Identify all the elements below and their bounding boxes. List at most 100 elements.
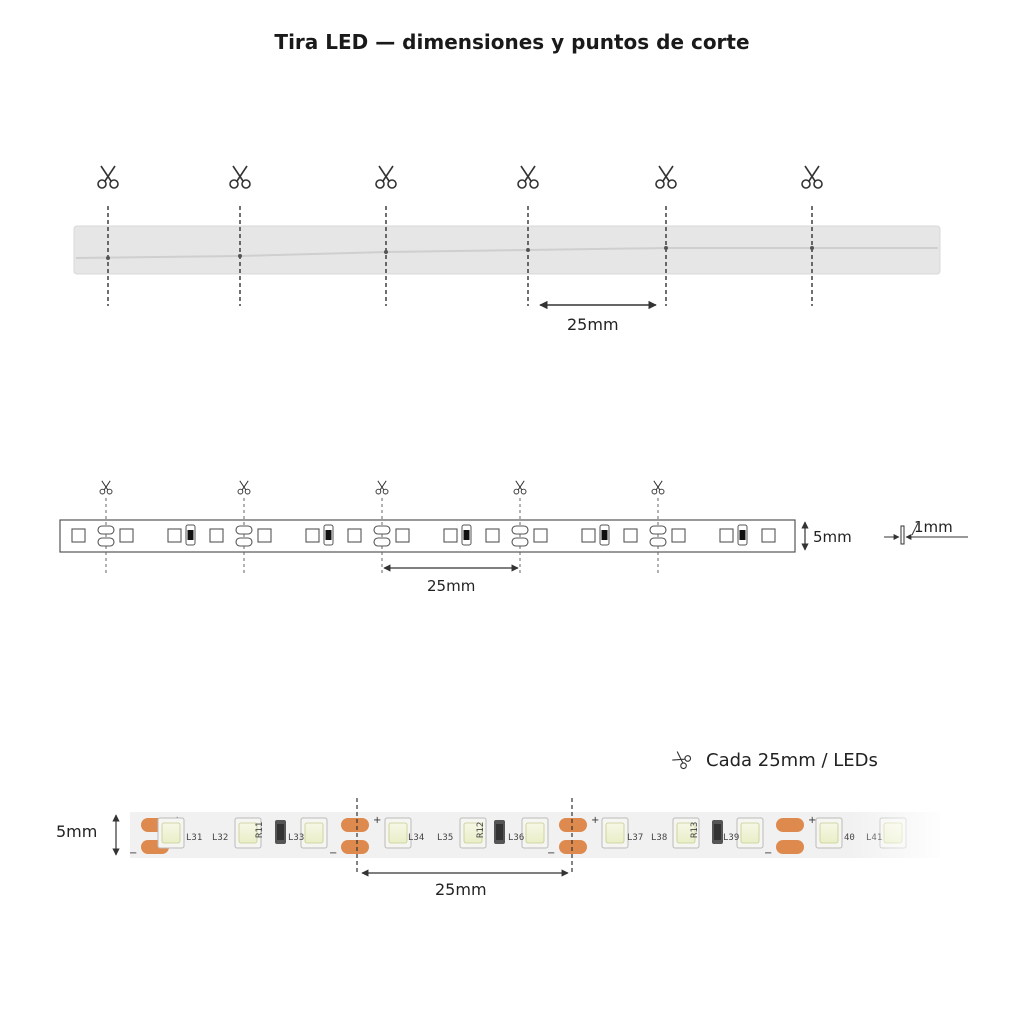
led-square bbox=[719, 528, 734, 543]
led-square bbox=[395, 528, 410, 543]
solder-pad bbox=[97, 537, 115, 547]
component-label: L31 bbox=[186, 833, 202, 843]
led-emitter bbox=[605, 822, 625, 844]
cut-marks-2 bbox=[97, 480, 667, 574]
led-emitter bbox=[304, 822, 324, 844]
solder-pad bbox=[649, 525, 667, 535]
component-label: L35 bbox=[437, 833, 453, 843]
cut-marks-1 bbox=[97, 165, 823, 306]
schematic-strip-section bbox=[59, 480, 968, 574]
component-label: L32 bbox=[212, 833, 228, 843]
led-emitter bbox=[676, 822, 696, 844]
scissors-icon bbox=[517, 165, 539, 189]
thickness-leader bbox=[911, 522, 919, 536]
led-strip-section: +−+−+−+−L31L32R11L33L34L35R12L36L37L38R1… bbox=[112, 749, 950, 877]
led-emitter bbox=[819, 822, 839, 844]
width-label-3: 5mm bbox=[56, 822, 98, 841]
solder-pad bbox=[97, 525, 115, 535]
component-label: L38 bbox=[651, 833, 667, 843]
scissors-icon bbox=[375, 480, 389, 495]
led-square bbox=[119, 528, 134, 543]
spacing-label-2: 25mm bbox=[427, 577, 476, 595]
pad-sign-minus: − bbox=[329, 848, 337, 859]
component-label: R13 bbox=[690, 822, 700, 838]
pad-sign-plus: + bbox=[808, 815, 816, 826]
component-label: R12 bbox=[476, 822, 486, 838]
component-label: L39 bbox=[723, 833, 739, 843]
copper-pad bbox=[341, 840, 369, 854]
copper-pad bbox=[776, 840, 804, 854]
pad-sign-minus: − bbox=[764, 848, 772, 859]
led-emitter bbox=[161, 822, 181, 844]
scissors-icon bbox=[375, 165, 397, 189]
led-square bbox=[581, 528, 596, 543]
scissors-icon bbox=[99, 480, 113, 495]
thickness-label: 1mm bbox=[914, 518, 953, 536]
led-emitter bbox=[740, 822, 760, 844]
copper-pad bbox=[341, 818, 369, 832]
led-components: +−+−+−+−L31L32R11L33L34L35R12L36L37L38R1… bbox=[129, 815, 907, 859]
pad-sign-minus: − bbox=[129, 848, 137, 859]
led-square bbox=[761, 528, 776, 543]
cut-legend-text: Cada 25mm / LEDs bbox=[706, 750, 878, 771]
led-square bbox=[443, 528, 458, 543]
led-square bbox=[347, 528, 362, 543]
led-square bbox=[485, 528, 500, 543]
solder-pad bbox=[511, 537, 529, 547]
component-label: L37 bbox=[627, 833, 643, 843]
scissors-icon bbox=[651, 480, 665, 495]
spacing-label-1: 25mm bbox=[567, 315, 619, 334]
led-square bbox=[623, 528, 638, 543]
resistor-body bbox=[187, 530, 194, 540]
scissors-icon bbox=[801, 165, 823, 189]
component-label: L34 bbox=[408, 833, 424, 843]
smd-resistor-body bbox=[277, 824, 284, 840]
led-square bbox=[167, 528, 182, 543]
solder-pad bbox=[373, 525, 391, 535]
pad-sign-minus: − bbox=[547, 848, 555, 859]
solder-pad bbox=[235, 525, 253, 535]
thickness-profile bbox=[900, 525, 905, 545]
silicone-strip-section bbox=[73, 165, 941, 310]
resistor-body bbox=[325, 530, 332, 540]
solder-pad bbox=[511, 525, 529, 535]
resistor-body bbox=[463, 530, 470, 540]
scissors-icon bbox=[513, 480, 527, 495]
led-square bbox=[209, 528, 224, 543]
pad-sign-plus: + bbox=[591, 815, 599, 826]
led-square bbox=[305, 528, 320, 543]
led-emitter bbox=[525, 822, 545, 844]
copper-pad bbox=[559, 818, 587, 832]
led-emitter bbox=[238, 822, 258, 844]
led-square bbox=[533, 528, 548, 543]
pad-sign-plus: + bbox=[373, 815, 381, 826]
led-emitter bbox=[463, 822, 483, 844]
resistor-body bbox=[739, 530, 746, 540]
copper-pad bbox=[776, 818, 804, 832]
copper-pad bbox=[559, 840, 587, 854]
led-emitter bbox=[388, 822, 408, 844]
led-square bbox=[671, 528, 686, 543]
scissors-icon bbox=[229, 165, 251, 189]
spacing-label-3: 25mm bbox=[435, 880, 487, 899]
led-square bbox=[257, 528, 272, 543]
solder-pad bbox=[373, 537, 391, 547]
scissors-icon bbox=[97, 165, 119, 189]
component-label: 40 bbox=[844, 833, 855, 843]
smd-resistor-body bbox=[496, 824, 503, 840]
solder-pad bbox=[235, 537, 253, 547]
led-square bbox=[71, 528, 86, 543]
strip-fade bbox=[850, 808, 950, 862]
schematic-components bbox=[71, 524, 776, 546]
scissors-icon bbox=[655, 165, 677, 189]
solder-pad bbox=[649, 537, 667, 547]
page-title: Tira LED — dimensiones y puntos de corte bbox=[274, 30, 750, 54]
component-label: L33 bbox=[288, 833, 304, 843]
smd-resistor-body bbox=[714, 824, 721, 840]
width-label-2: 5mm bbox=[813, 528, 852, 546]
component-label: L36 bbox=[508, 833, 524, 843]
scissors-icon bbox=[237, 480, 251, 495]
component-label: R11 bbox=[255, 822, 265, 838]
scissors-icon bbox=[670, 749, 693, 771]
